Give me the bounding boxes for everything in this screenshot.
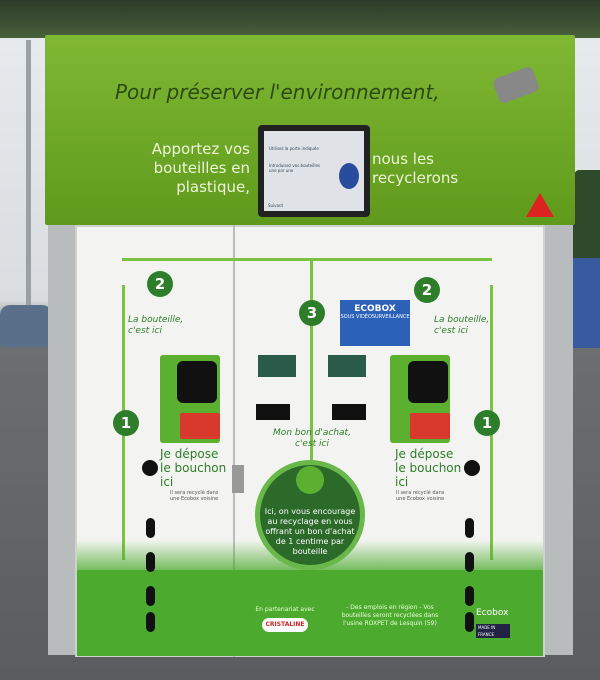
touch-screen[interactable]: Utilisez la porte indiquée Introduisez v… xyxy=(258,125,370,217)
right-voucher-slot[interactable] xyxy=(332,404,366,420)
screen-line: Introduisez vos bouteilles une par une xyxy=(269,163,320,173)
step-1-badge: 1 xyxy=(113,410,139,436)
vent xyxy=(465,586,474,606)
voucher-label: Mon bon d'achat, c'est ici xyxy=(273,428,351,449)
door-seam xyxy=(233,225,235,657)
right-display xyxy=(328,355,366,377)
header-title: Pour préserver l'environnement, xyxy=(115,80,440,104)
vine xyxy=(312,258,492,261)
vine xyxy=(310,258,313,470)
badge-subtitle: SOUS VIDÉOSURVEILLANCE xyxy=(340,314,410,320)
jobs-text: - Des emplois en région - Vos bouteilles… xyxy=(341,604,439,627)
left-bottle-label: La bouteille, c'est ici xyxy=(128,315,184,336)
vent xyxy=(146,518,155,538)
left-post xyxy=(48,225,76,655)
step-3-badge: 3 xyxy=(299,300,325,326)
vent xyxy=(465,552,474,572)
bottle-icon xyxy=(296,466,324,494)
right-bottle-slot[interactable] xyxy=(390,355,450,443)
right-cap-label: Je dépose le bouchon ici xyxy=(395,447,462,489)
step-2-badge: 2 xyxy=(414,277,440,303)
badge-title: ECOBOX xyxy=(354,304,396,314)
step-2-badge: 2 xyxy=(147,271,173,297)
screen-next-button[interactable]: Suivant xyxy=(268,203,284,208)
door-lock[interactable] xyxy=(232,465,244,493)
right-bottle-label: La bouteille, c'est ici xyxy=(434,315,490,336)
vent xyxy=(146,586,155,606)
light-pole xyxy=(26,40,31,310)
left-voucher-slot[interactable] xyxy=(256,404,290,420)
header-left-text: Apportez vos bouteilles en plastique, xyxy=(151,140,250,196)
vent xyxy=(465,612,474,632)
parked-car xyxy=(0,305,52,347)
ecobox-brand: Ecobox xyxy=(476,608,509,618)
left-bottle-slot[interactable] xyxy=(160,355,220,443)
left-cap-note: Il sera recyclé dans une Ecobox voisine xyxy=(170,490,219,502)
vine xyxy=(122,258,312,261)
left-cap-hole[interactable] xyxy=(142,460,158,476)
screen-line: Utilisez la porte indiquée xyxy=(269,146,319,151)
right-cap-note: Il sera recyclé dans une Ecobox voisine xyxy=(396,490,445,502)
left-cap-label: Je dépose le bouchon ici xyxy=(160,447,227,489)
vent xyxy=(146,612,155,632)
cristaline-logo: CRISTALINE xyxy=(262,618,308,632)
machine-roof xyxy=(0,0,600,38)
made-in-france-badge: MADE IN FRANCE xyxy=(476,624,510,638)
step-1-badge: 1 xyxy=(474,410,500,436)
vent xyxy=(146,552,155,572)
hand-bottle-icon xyxy=(339,163,359,189)
warning-sign-icon xyxy=(526,193,554,217)
vent xyxy=(465,518,474,538)
right-cap-hole[interactable] xyxy=(464,460,480,476)
header-right-text: nous les recyclerons xyxy=(372,150,459,187)
partner-text: En partenariat avec xyxy=(255,606,315,613)
right-post xyxy=(545,225,573,655)
left-display xyxy=(258,355,296,377)
